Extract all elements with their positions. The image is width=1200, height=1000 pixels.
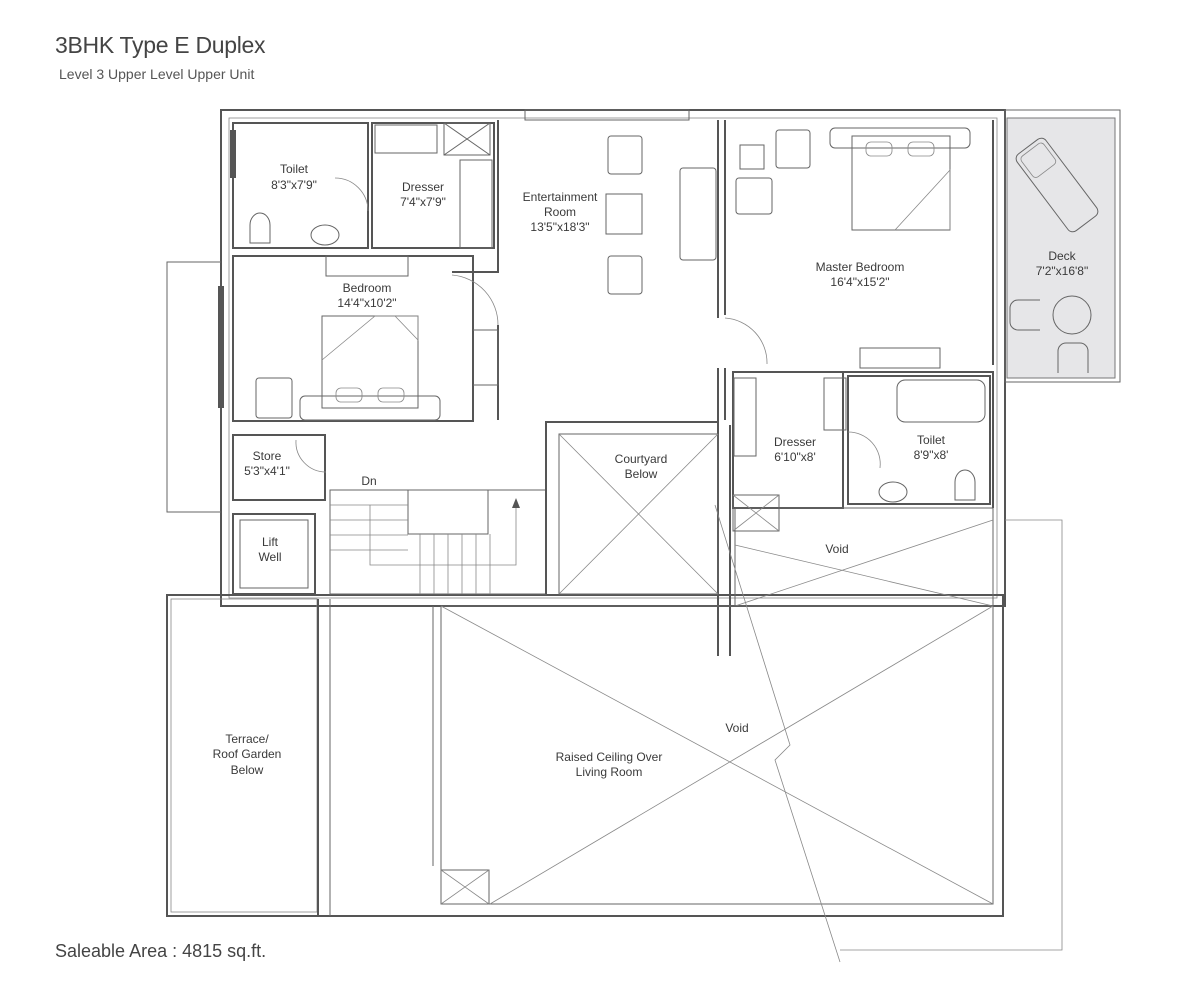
terrace-line-2: Roof Garden [213, 747, 282, 761]
dresser-2-name: Dresser [774, 435, 816, 449]
lift-name: Lift [262, 535, 279, 549]
terrace-line-1: Terrace/ [225, 732, 269, 746]
deck-size: 7'2"x16'8" [1036, 264, 1088, 278]
bedroom-name: Bedroom [343, 281, 392, 295]
saleable-area: Saleable Area : 4815 sq.ft. [55, 941, 267, 961]
door-swing-icon [724, 317, 768, 365]
courtyard-name-2: Below [625, 467, 658, 481]
chair-icon [1009, 299, 1040, 331]
sofa-icon [679, 167, 717, 261]
deck-area [1004, 109, 1121, 383]
master-bedroom-name: Master Bedroom [816, 260, 905, 274]
round-table-icon [1052, 295, 1092, 335]
toilet-2-size: 8'9"x8' [914, 448, 949, 462]
raised-ceiling-line-1: Raised Ceiling Over [556, 750, 663, 764]
door-swing-icon [334, 177, 369, 212]
washbasin-icon [310, 224, 908, 503]
terrace-line-3: Below [231, 763, 264, 777]
sun-lounger-icon [1015, 137, 1099, 233]
toilet-1-name: Toilet [280, 162, 309, 176]
furniture [249, 127, 976, 503]
void-upper-label: Void [825, 542, 848, 556]
void-lower-label: Void [725, 721, 748, 735]
entertainment-size: 13'5"x18'3" [530, 220, 589, 234]
door-swing-icon [847, 431, 881, 469]
toilet-2-name: Toilet [917, 433, 946, 447]
courtyard-name: Courtyard [615, 452, 668, 466]
raised-ceiling-line-2: Living Room [576, 765, 643, 779]
master-bedroom-size: 16'4"x15'2" [830, 275, 889, 289]
store-size: 5'3"x4'1" [244, 464, 290, 478]
toilet-1-size: 8'3"x7'9" [271, 178, 317, 192]
bed-icon [829, 127, 971, 231]
entertainment-name-2: Room [544, 205, 576, 219]
door-swing-icon [451, 274, 499, 326]
lift-name-2: Well [258, 550, 281, 564]
dresser-1-name: Dresser [402, 180, 444, 194]
armchair-icon [255, 129, 811, 419]
store-name: Store [253, 449, 282, 463]
wc-icon [249, 212, 976, 501]
deck-name: Deck [1048, 249, 1076, 263]
door-swing-icon [295, 439, 327, 473]
bed-icon [299, 315, 441, 421]
plan-subtitle: Level 3 Upper Level Upper Unit [59, 66, 255, 82]
chair-icon [1057, 342, 1089, 373]
room-labels: Toilet 8'3"x7'9" Dresser 7'4"x7'9" Enter… [213, 162, 1089, 779]
entertainment-name: Entertainment [523, 190, 598, 204]
plan-title: 3BHK Type E Duplex [55, 32, 266, 58]
dresser-1-size: 7'4"x7'9" [400, 195, 446, 209]
interior-walls [218, 120, 1063, 963]
stair-down-label: Dn [361, 474, 376, 488]
dresser-2-size: 6'10"x8' [774, 450, 816, 464]
bedroom-size: 14'4"x10'2" [337, 296, 396, 310]
coffee-table-icon [605, 193, 643, 235]
